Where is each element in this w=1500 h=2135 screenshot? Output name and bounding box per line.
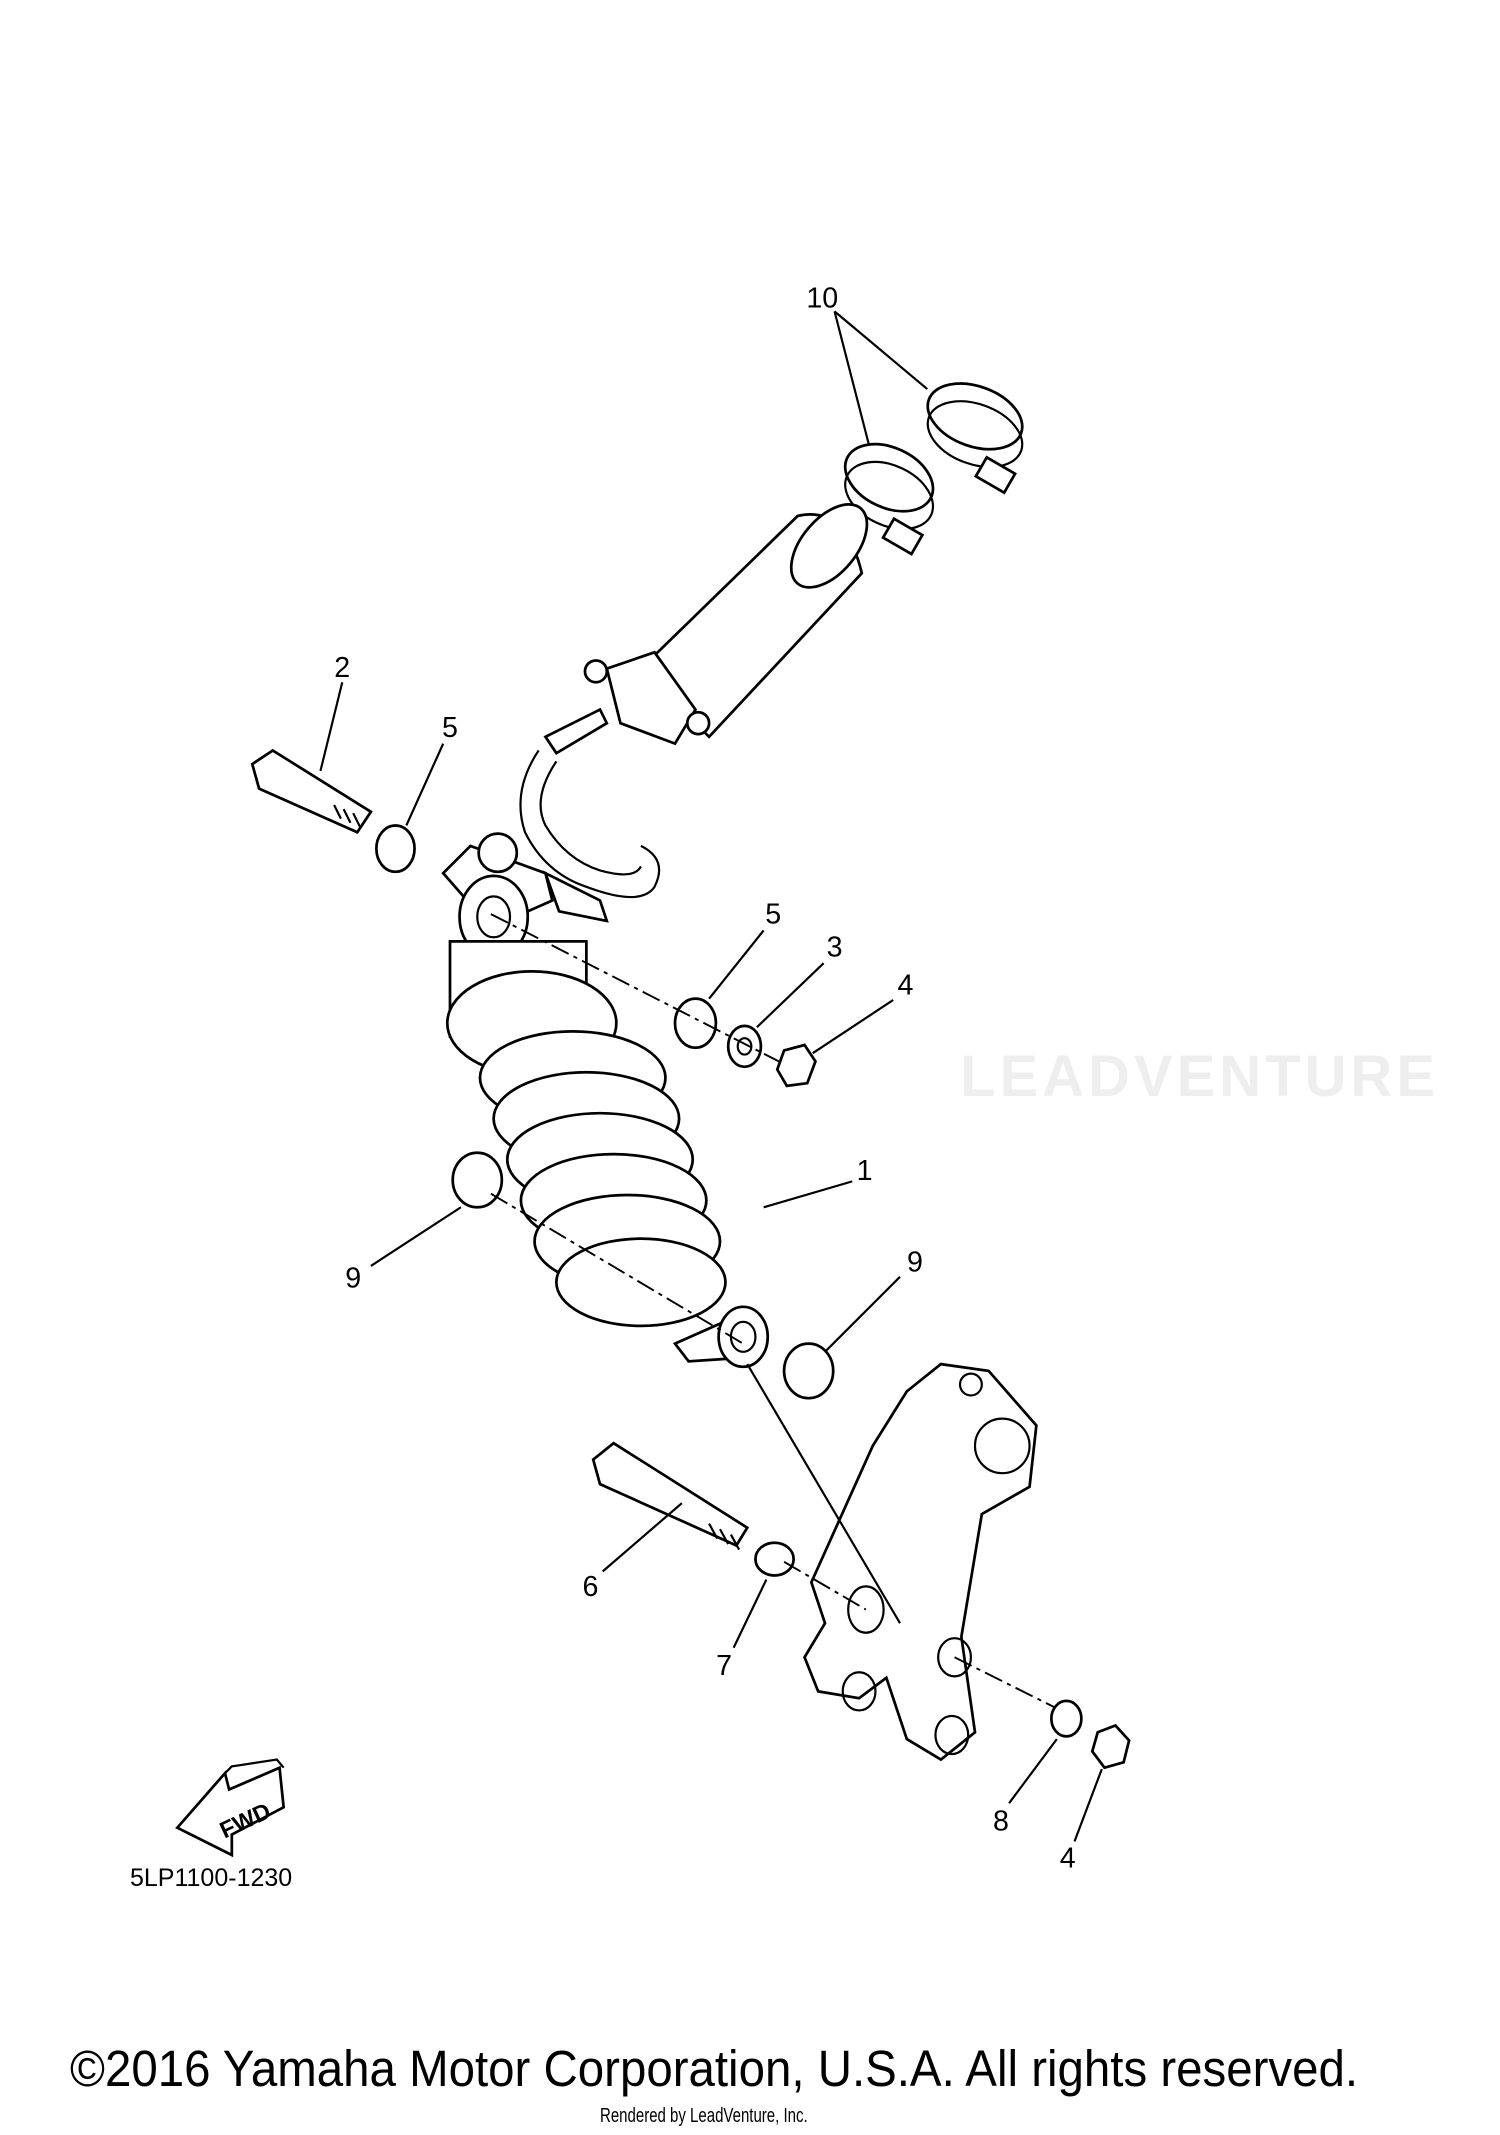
nut-lower	[1090, 1723, 1131, 1770]
callout-9: 9	[907, 1246, 923, 1278]
callout-5: 5	[442, 712, 458, 744]
collar-left	[375, 824, 416, 874]
washer-8	[1050, 1699, 1083, 1738]
fwd-arrow-icon: FWD	[175, 1758, 286, 1858]
rendered-by-notice: Rendered by LeadVenture, Inc.	[600, 2105, 808, 2127]
bolt-upper	[250, 748, 373, 834]
hose-clamp-lower	[843, 442, 935, 556]
callout-9: 9	[345, 1263, 361, 1295]
bushing-left	[451, 1151, 504, 1209]
washer	[726, 1024, 763, 1069]
callout-4: 4	[1060, 1842, 1076, 1874]
callout-8: 8	[993, 1805, 1009, 1837]
bushing-right	[782, 1342, 835, 1400]
bolt-lower	[591, 1441, 750, 1551]
callout-5: 5	[765, 899, 781, 931]
callout-10: 10	[806, 282, 838, 314]
reservoir	[519, 503, 869, 899]
callout-4: 4	[897, 970, 913, 1002]
reference-code: 5LP1100-1230	[130, 1864, 293, 1892]
washer-lower	[754, 1541, 795, 1577]
rear-shock-absorber	[441, 832, 770, 1369]
relay-arm	[803, 1362, 1038, 1762]
callout-6: 6	[582, 1571, 598, 1603]
callout-7: 7	[716, 1650, 732, 1682]
nut-upper	[775, 1043, 817, 1088]
callout-3: 3	[827, 931, 843, 963]
spring-coils	[478, 1030, 727, 1328]
callout-1: 1	[857, 1155, 873, 1187]
leader-lines	[319, 310, 1103, 1842]
hose-clamp-upper	[926, 382, 1024, 495]
callout-2: 2	[334, 652, 350, 684]
copyright-notice: ©2016 Yamaha Motor Corporation, U.S.A. A…	[70, 2040, 1359, 2097]
watermark: LEADVENTURE	[960, 1044, 1440, 1109]
collar-right	[673, 997, 718, 1050]
